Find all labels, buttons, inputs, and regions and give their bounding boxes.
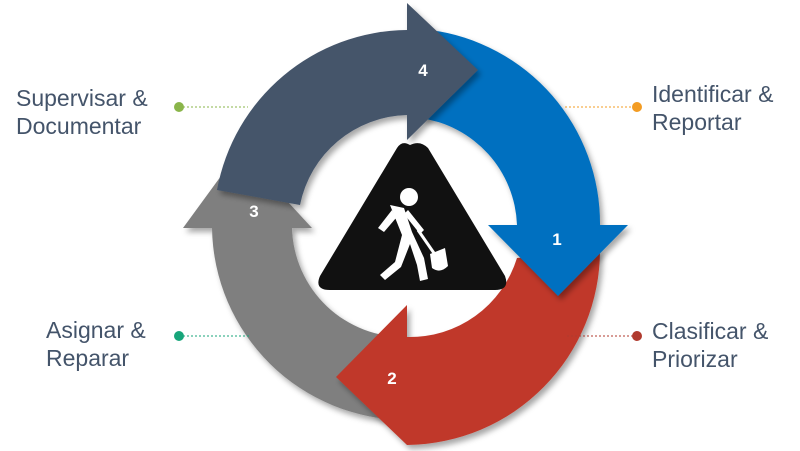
construction-worker-sign-icon (318, 143, 507, 290)
cycle-arrow-1 (420, 30, 628, 296)
cycle-arrow-2 (336, 250, 600, 445)
connector-clasificar (567, 331, 642, 341)
cycle-arrow-4 (217, 3, 478, 205)
step-label-2: Clasificar & Priorizar (652, 318, 769, 372)
step-number-2: 2 (387, 369, 396, 388)
step-label-1: Identificar & Reportar (652, 81, 774, 135)
connector-identificar (565, 102, 642, 112)
step-number-3: 3 (249, 202, 258, 221)
connector-asignar (174, 331, 250, 341)
step-number-4: 4 (418, 61, 428, 80)
step-label-3: Asignar & Reparar (46, 317, 146, 371)
cycle-arrow-3 (183, 150, 407, 420)
connector-supervisar (174, 102, 248, 112)
step-label-4: Supervisar & Documentar (16, 85, 148, 139)
step-number-1: 1 (552, 230, 561, 249)
